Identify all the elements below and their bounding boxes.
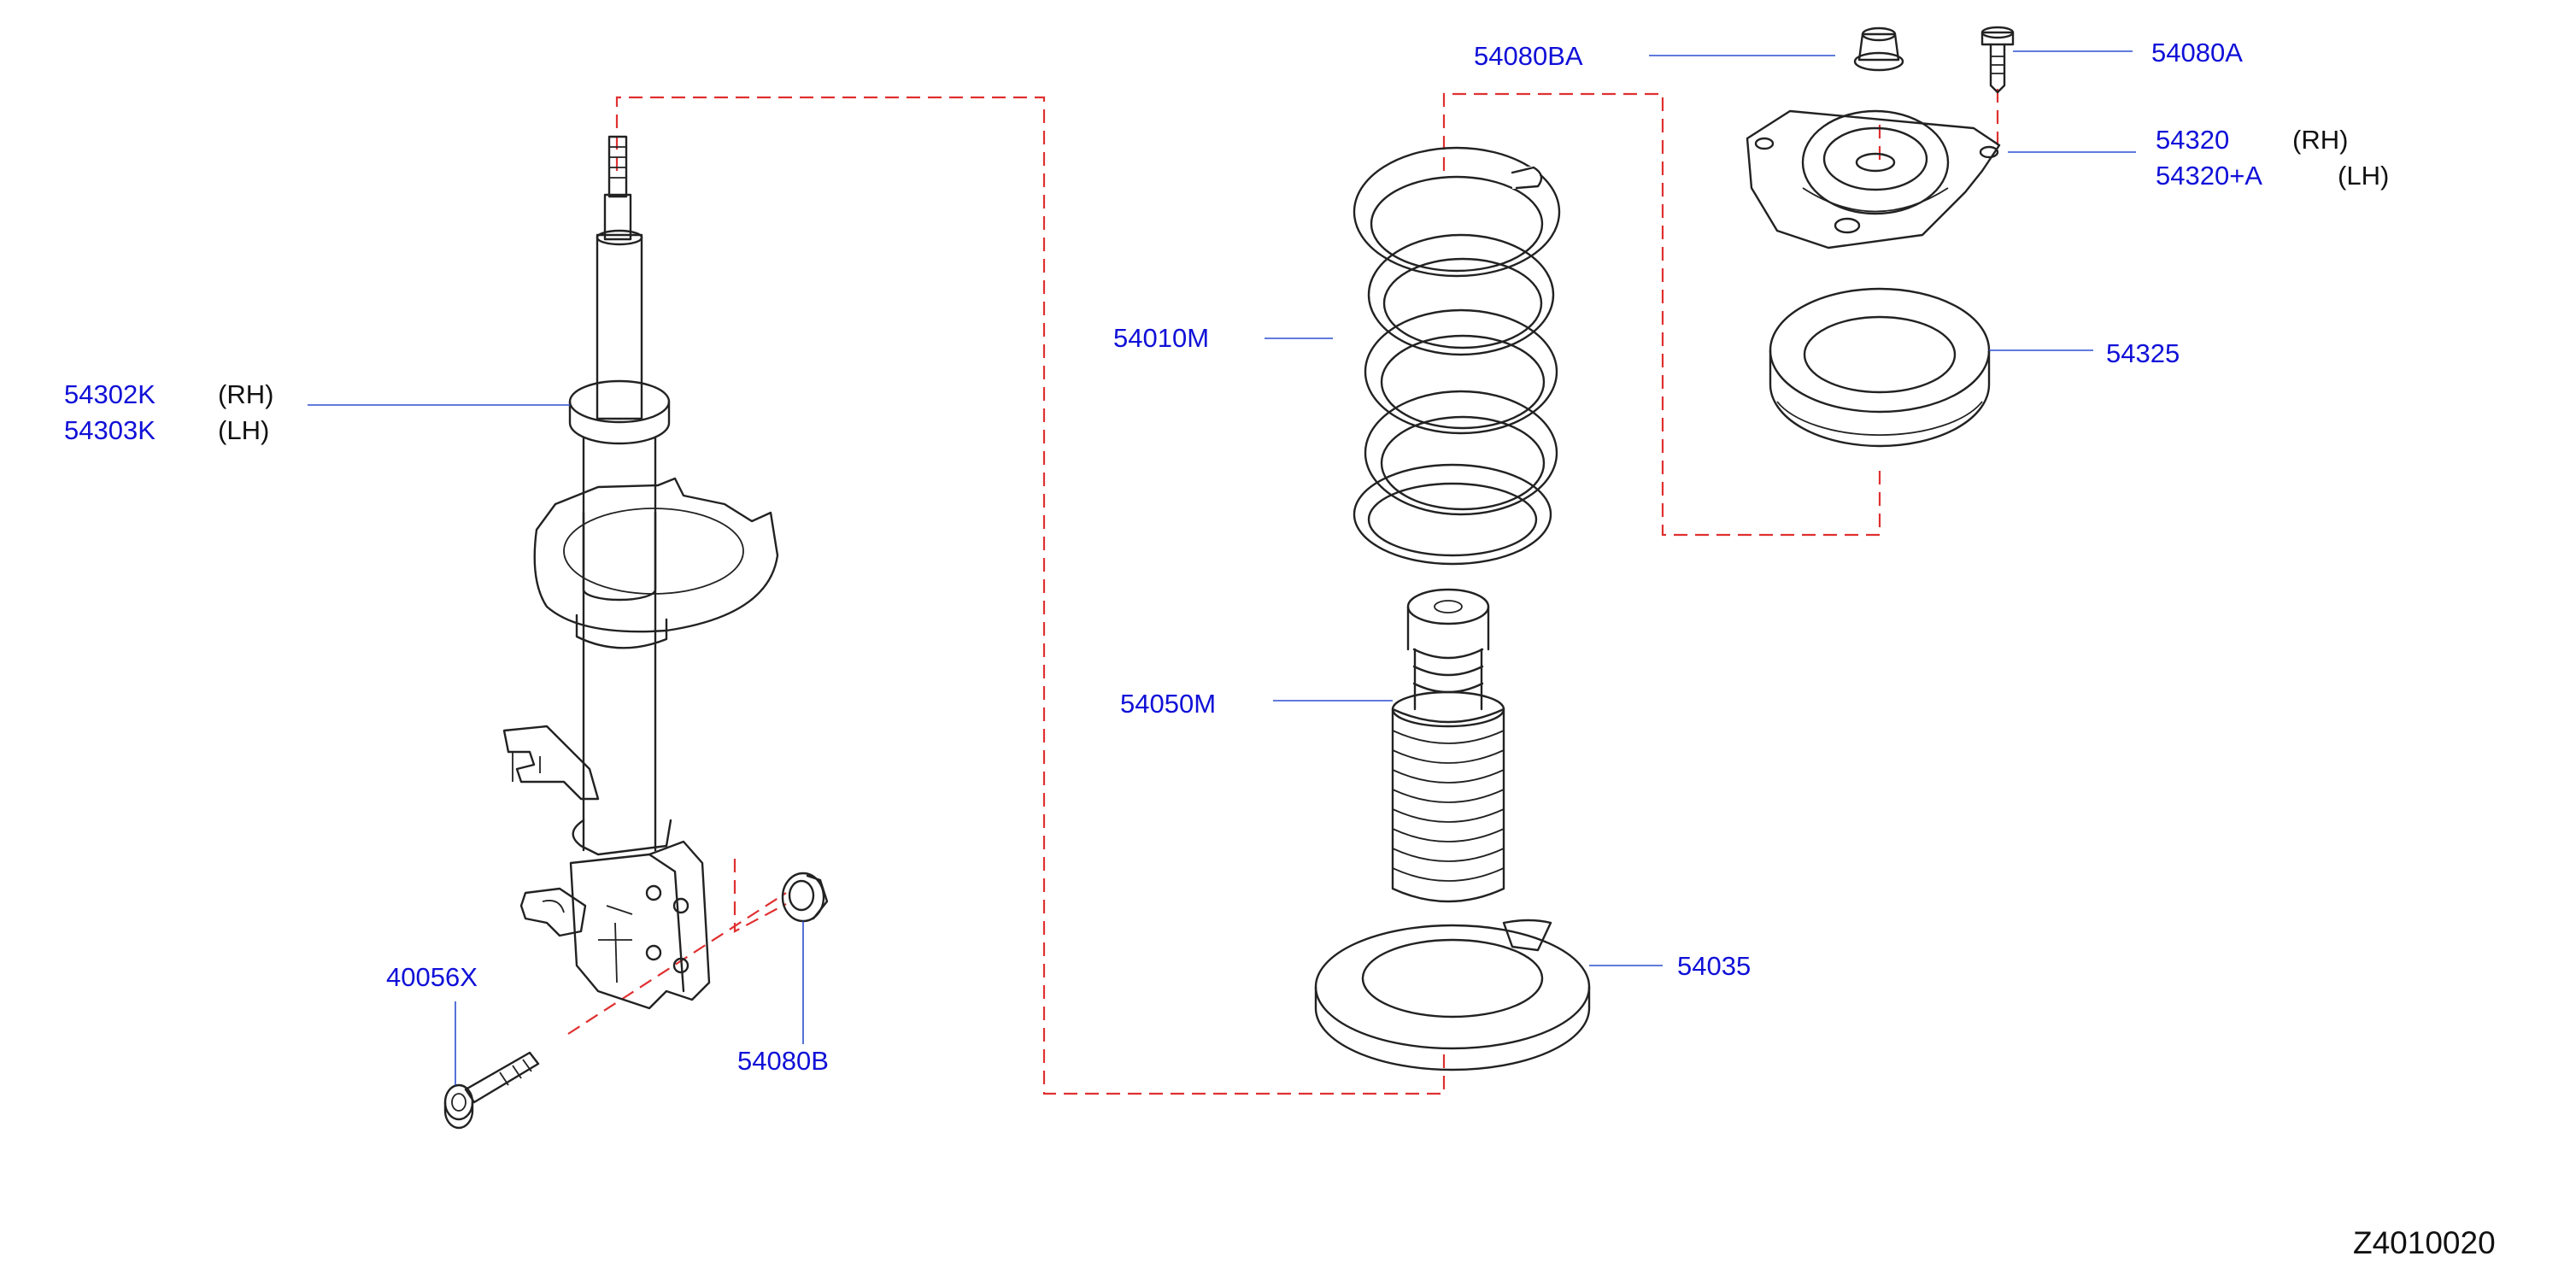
mount-bearing-drawing [1769, 287, 1991, 448]
strut-assembly-drawing [502, 135, 779, 1010]
strut-nut-drawing [781, 872, 829, 923]
strut-rh-part-number[interactable]: 54302K [64, 379, 155, 409]
strut-rh-side: (RH) [218, 379, 273, 409]
assembly-lines [567, 89, 1999, 1095]
strut-mount-drawing [1746, 109, 2001, 249]
strut-lh-side: (LH) [218, 415, 269, 445]
spring-seat-part-number[interactable]: 54035 [1677, 951, 1751, 981]
mount-bolt-drawing [1980, 26, 2015, 94]
bump-stop-drawing [1391, 588, 1505, 903]
diagram-code: Z4010020 [2353, 1225, 2496, 1260]
top-nut-part-number[interactable]: 54080BA [1474, 41, 1583, 71]
leader-lines [308, 50, 2136, 1085]
mount-lh-part-number[interactable]: 54320+A [2156, 161, 2262, 191]
bump-stop-part-number[interactable]: 54050M [1120, 689, 1216, 719]
strut-nut-part-number[interactable]: 54080B [737, 1046, 829, 1076]
mount-rh-part-number[interactable]: 54320 [2156, 125, 2229, 155]
top-nut-drawing [1853, 26, 1904, 72]
mount-bolt-part-number[interactable]: 54080A [2151, 38, 2243, 68]
spring-seat-drawing [1314, 919, 1591, 1071]
mount-callout: 54320 (RH) 54320+A (LH) [2156, 125, 2389, 191]
bolt-part-number[interactable]: 40056X [386, 962, 478, 992]
spring-part-number[interactable]: 54010M [1113, 323, 1209, 353]
bearing-part-number[interactable]: 54325 [2106, 338, 2180, 368]
mount-lh-side: (LH) [2338, 161, 2389, 191]
strut-lh-part-number[interactable]: 54303K [64, 415, 155, 445]
mount-rh-side: (RH) [2292, 125, 2348, 155]
coil-spring-drawing [1353, 146, 1561, 566]
bolt-drawing [443, 1051, 540, 1130]
strut-callout: 54302K (RH) 54303K (LH) [64, 379, 273, 445]
